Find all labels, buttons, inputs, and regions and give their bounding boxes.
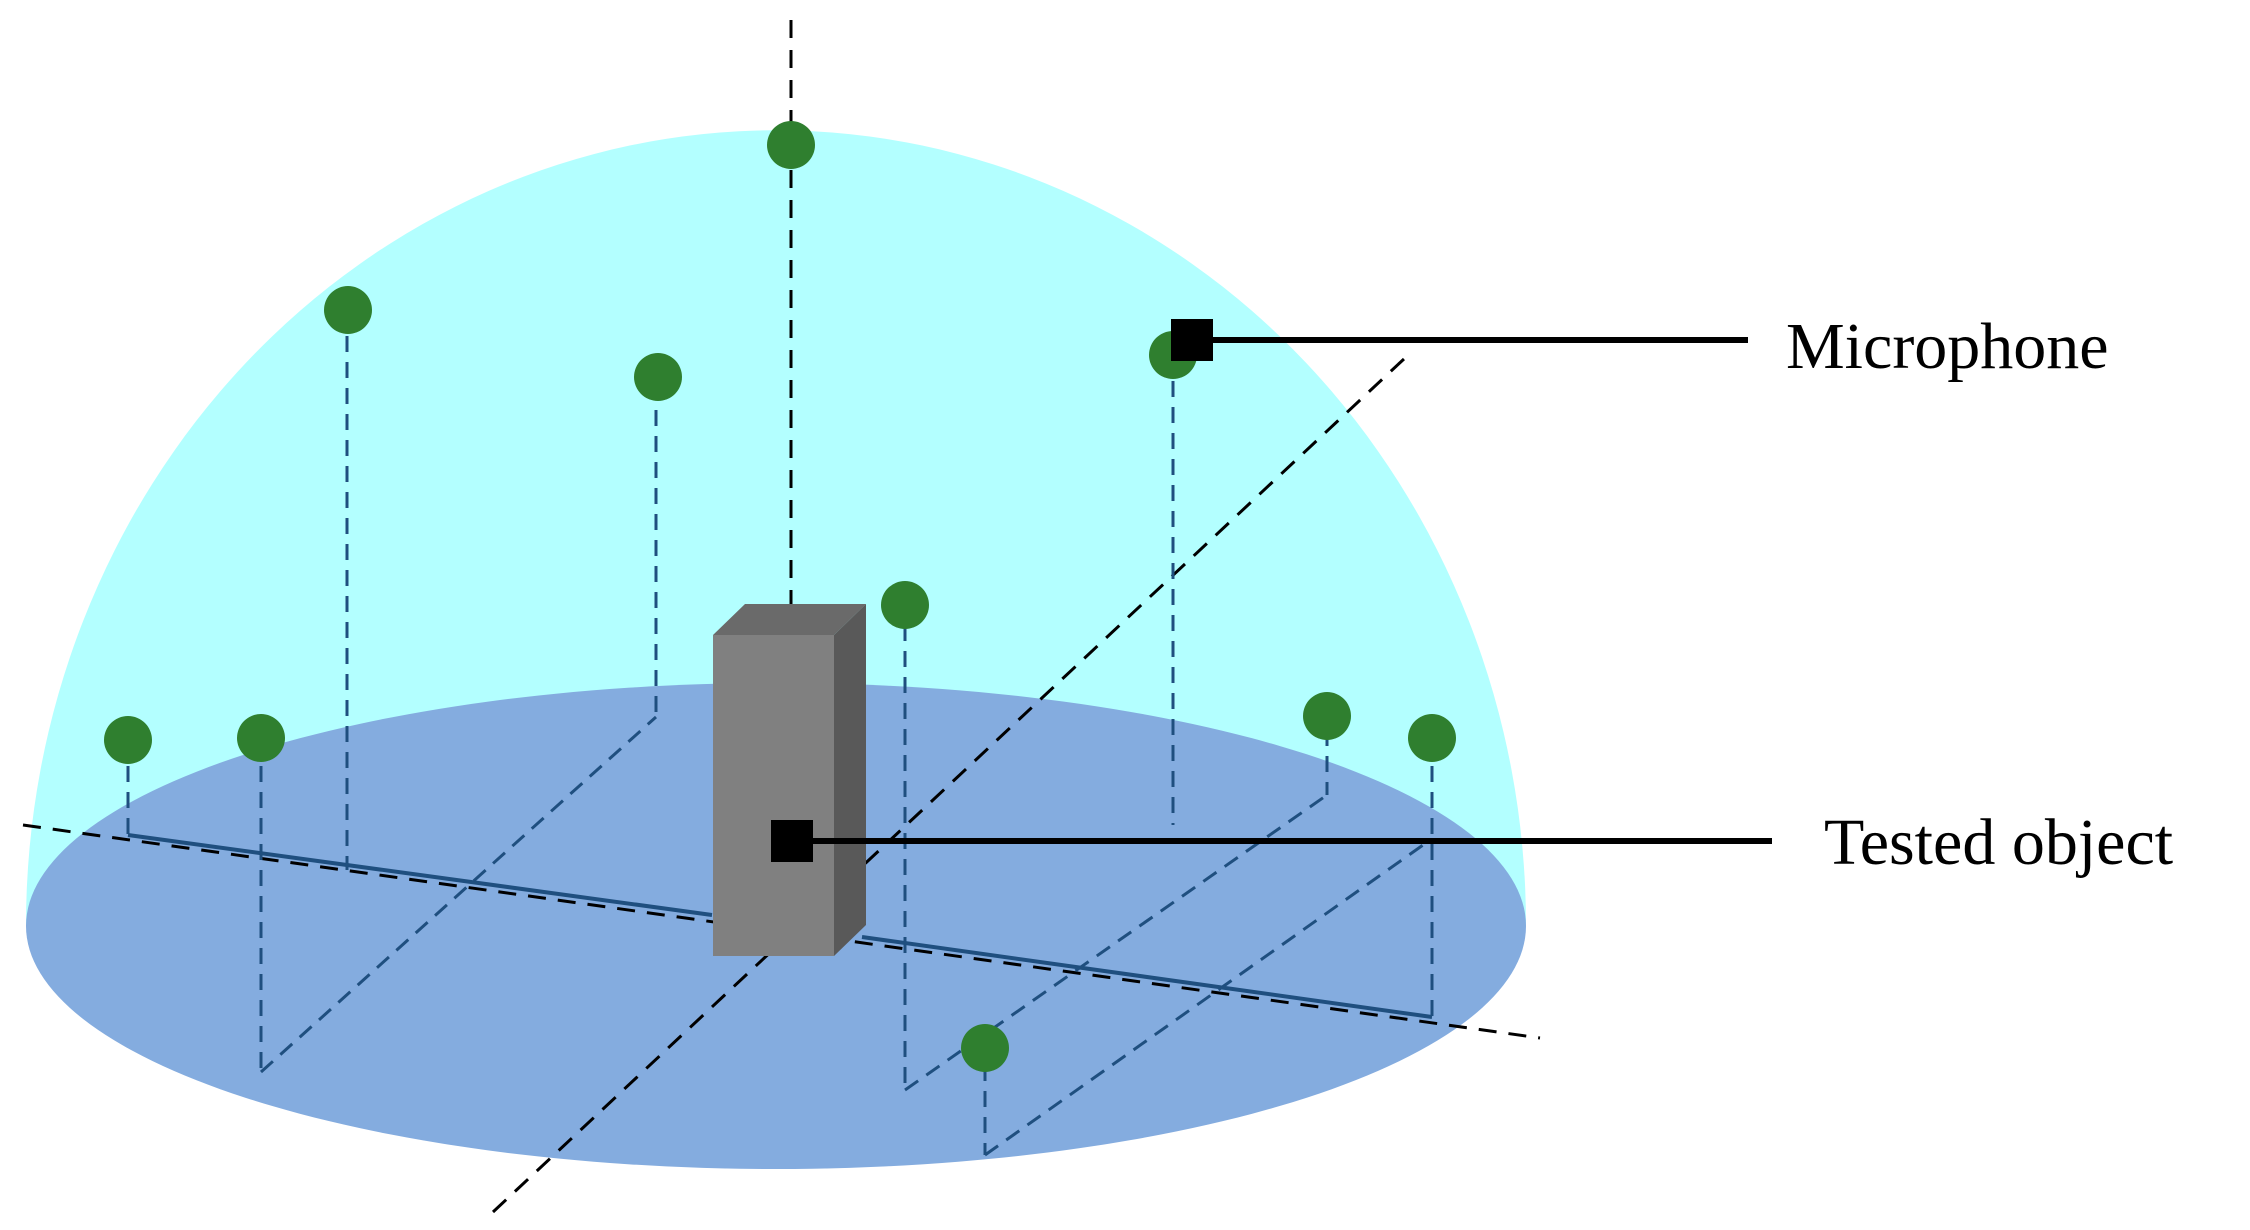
tested-object-label: Tested object [1824,806,2173,879]
microphone-icon [237,714,285,762]
tested-object-marker-icon [771,820,813,862]
microphone-icon [1303,692,1351,740]
microphone-icon [767,121,815,169]
microphone-icon [324,286,372,334]
projection-lines [126,310,1434,1157]
microphone-icon [881,581,929,629]
microphones [104,121,1456,1072]
microphone-icon [104,716,152,764]
microphone-icon [1408,714,1456,762]
tested-object-box [713,604,866,956]
tested-object-top-face [713,604,866,635]
microphone-icon [961,1024,1009,1072]
microphone-marker-icon [1171,319,1213,361]
tested-object-callout: Tested object [771,806,2173,879]
tested-object-side-face [834,604,866,956]
microphone-callout: Microphone [1171,310,2109,383]
microphone-label: Microphone [1786,310,2109,383]
tested-object-front-face [713,635,834,956]
ground-line [127,833,1433,1019]
microphone-icon [634,353,682,401]
